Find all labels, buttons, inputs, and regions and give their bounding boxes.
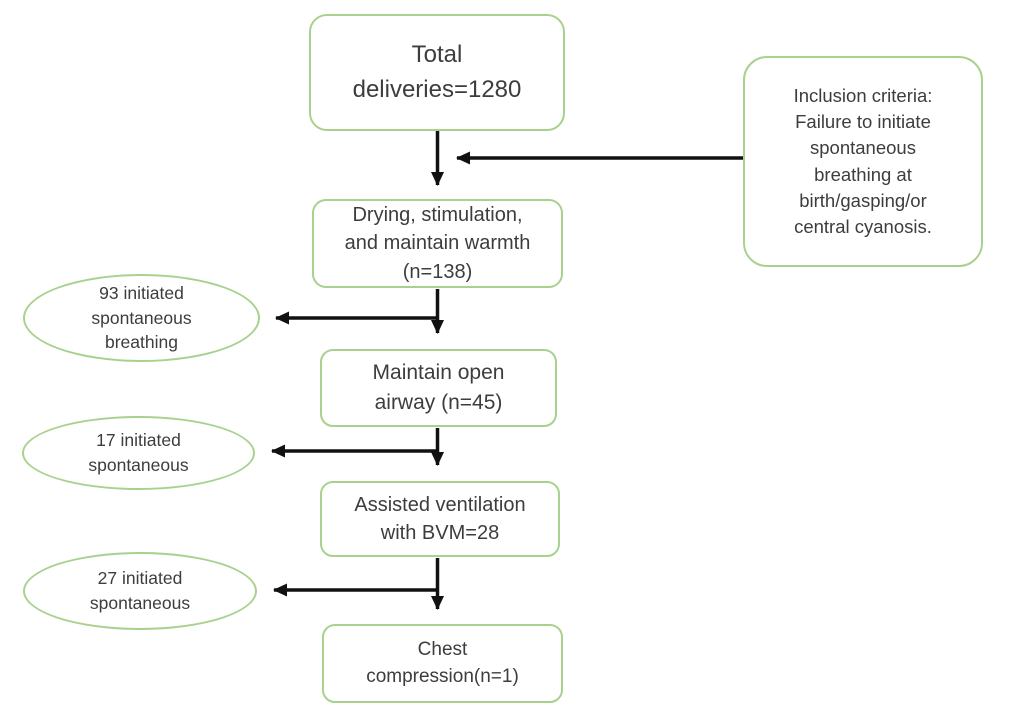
node-93-initiated-breathing-label: 93 initiated spontaneous breathing: [91, 282, 192, 353]
node-chest-compression-label: Chest compression(n=1): [366, 638, 519, 687]
node-maintain-open-airway: Maintain open airway (n=45): [320, 349, 557, 427]
node-inclusion-criteria-label: Inclusion criteria: Failure to initiate …: [793, 84, 933, 238]
node-drying-stimulation: Drying, stimulation, and maintain warmth…: [312, 199, 563, 288]
node-assisted-ventilation: Assisted ventilation with BVM=28: [320, 481, 560, 557]
node-inclusion-criteria: Inclusion criteria: Failure to initiate …: [743, 56, 983, 267]
node-total-deliveries: Total deliveries=1280: [309, 14, 565, 131]
node-17-initiated-spontaneous-label: 17 initiated spontaneous: [88, 430, 189, 475]
node-27-initiated-spontaneous-label: 27 initiated spontaneous: [89, 568, 191, 613]
node-total-deliveries-label: Total deliveries=1280: [352, 41, 522, 103]
node-assisted-ventilation-label: Assisted ventilation with BVM=28: [354, 493, 526, 544]
node-chest-compression: Chest compression(n=1): [322, 624, 563, 703]
node-93-initiated-breathing: 93 initiated spontaneous breathing: [23, 274, 260, 362]
node-27-initiated-spontaneous: 27 initiated spontaneous: [23, 552, 257, 630]
node-drying-stimulation-label: Drying, stimulation, and maintain warmth…: [344, 203, 531, 283]
node-maintain-open-airway-label: Maintain open airway (n=45): [372, 361, 505, 414]
node-17-initiated-spontaneous: 17 initiated spontaneous: [22, 416, 255, 490]
